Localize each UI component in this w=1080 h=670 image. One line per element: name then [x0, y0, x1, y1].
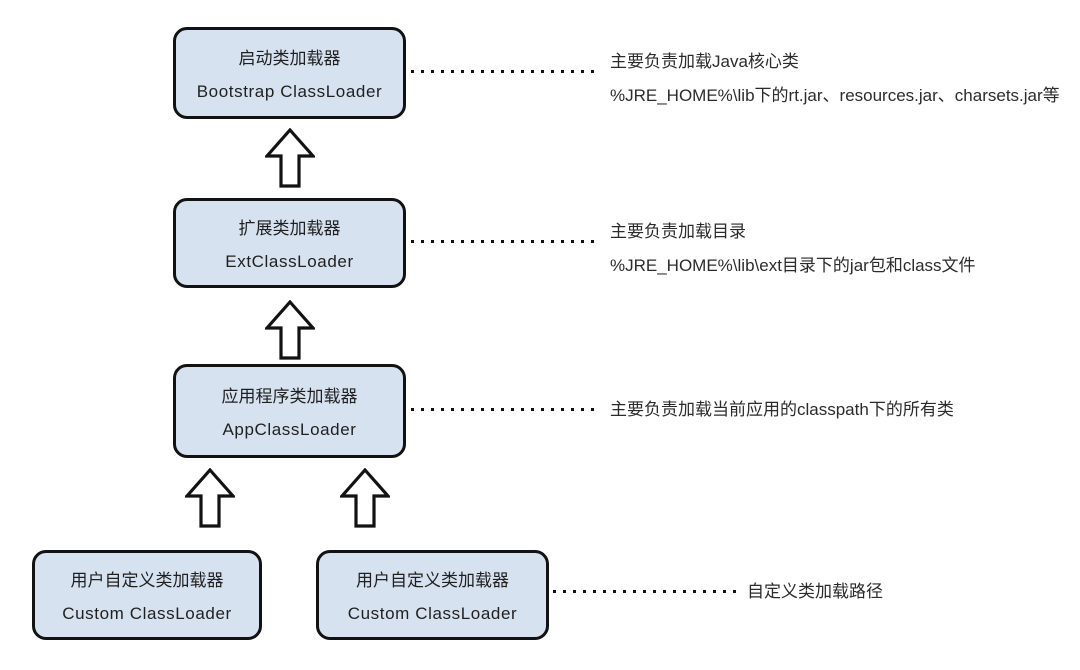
node-label-en: Custom ClassLoader	[62, 604, 232, 623]
node-label-en: Bootstrap ClassLoader	[196, 82, 383, 101]
node-label-en: ExtClassLoader	[225, 252, 354, 271]
node-label-zh: 用户自定义类加载器	[70, 571, 224, 590]
node-label-zh: 应用程序类加载器	[221, 387, 358, 406]
dotted-connector-custom	[553, 590, 736, 593]
annotation-bootstrap: 主要负责加载Java核心类 %JRE_HOME%\lib下的rt.jar、res…	[610, 45, 1060, 113]
annotation-custom: 自定义类加载路径	[747, 575, 883, 609]
node-label-zh: 启动类加载器	[238, 49, 341, 68]
node-label-zh: 用户自定义类加载器	[356, 571, 509, 590]
node-custom-classloader-right: 用户自定义类加载器 Custom ClassLoader	[316, 550, 549, 640]
node-label-zh: 扩展类加载器	[238, 219, 341, 238]
up-arrow-icon	[185, 468, 235, 528]
annotation-app: 主要负责加载当前应用的classpath下的所有类	[610, 393, 954, 427]
node-app-classloader: 应用程序类加载器 AppClassLoader	[173, 364, 406, 458]
node-bootstrap-classloader: 启动类加载器 Bootstrap ClassLoader	[173, 27, 406, 119]
up-arrow-icon	[265, 300, 315, 360]
annotation-ext: 主要负责加载目录 %JRE_HOME%\lib\ext目录下的jar包和clas…	[610, 215, 976, 283]
annotation-line: 主要负责加载目录	[610, 222, 746, 241]
up-arrow-icon	[265, 128, 315, 188]
annotation-line: 自定义类加载路径	[747, 582, 883, 601]
dotted-connector-ext	[411, 240, 596, 243]
node-ext-classloader: 扩展类加载器 ExtClassLoader	[173, 198, 406, 288]
node-label-en: Custom ClassLoader	[347, 604, 518, 623]
dotted-connector-bootstrap	[411, 70, 596, 73]
annotation-line: 主要负责加载Java核心类	[610, 52, 799, 71]
annotation-line: %JRE_HOME%\lib\ext目录下的jar包和class文件	[610, 256, 976, 275]
node-custom-classloader-left: 用户自定义类加载器 Custom ClassLoader	[32, 550, 262, 640]
annotation-line: %JRE_HOME%\lib下的rt.jar、resources.jar、cha…	[610, 86, 1060, 105]
node-label-en: AppClassLoader	[222, 420, 357, 439]
up-arrow-icon	[340, 468, 390, 528]
dotted-connector-app	[411, 408, 596, 411]
annotation-line: 主要负责加载当前应用的classpath下的所有类	[610, 400, 954, 419]
